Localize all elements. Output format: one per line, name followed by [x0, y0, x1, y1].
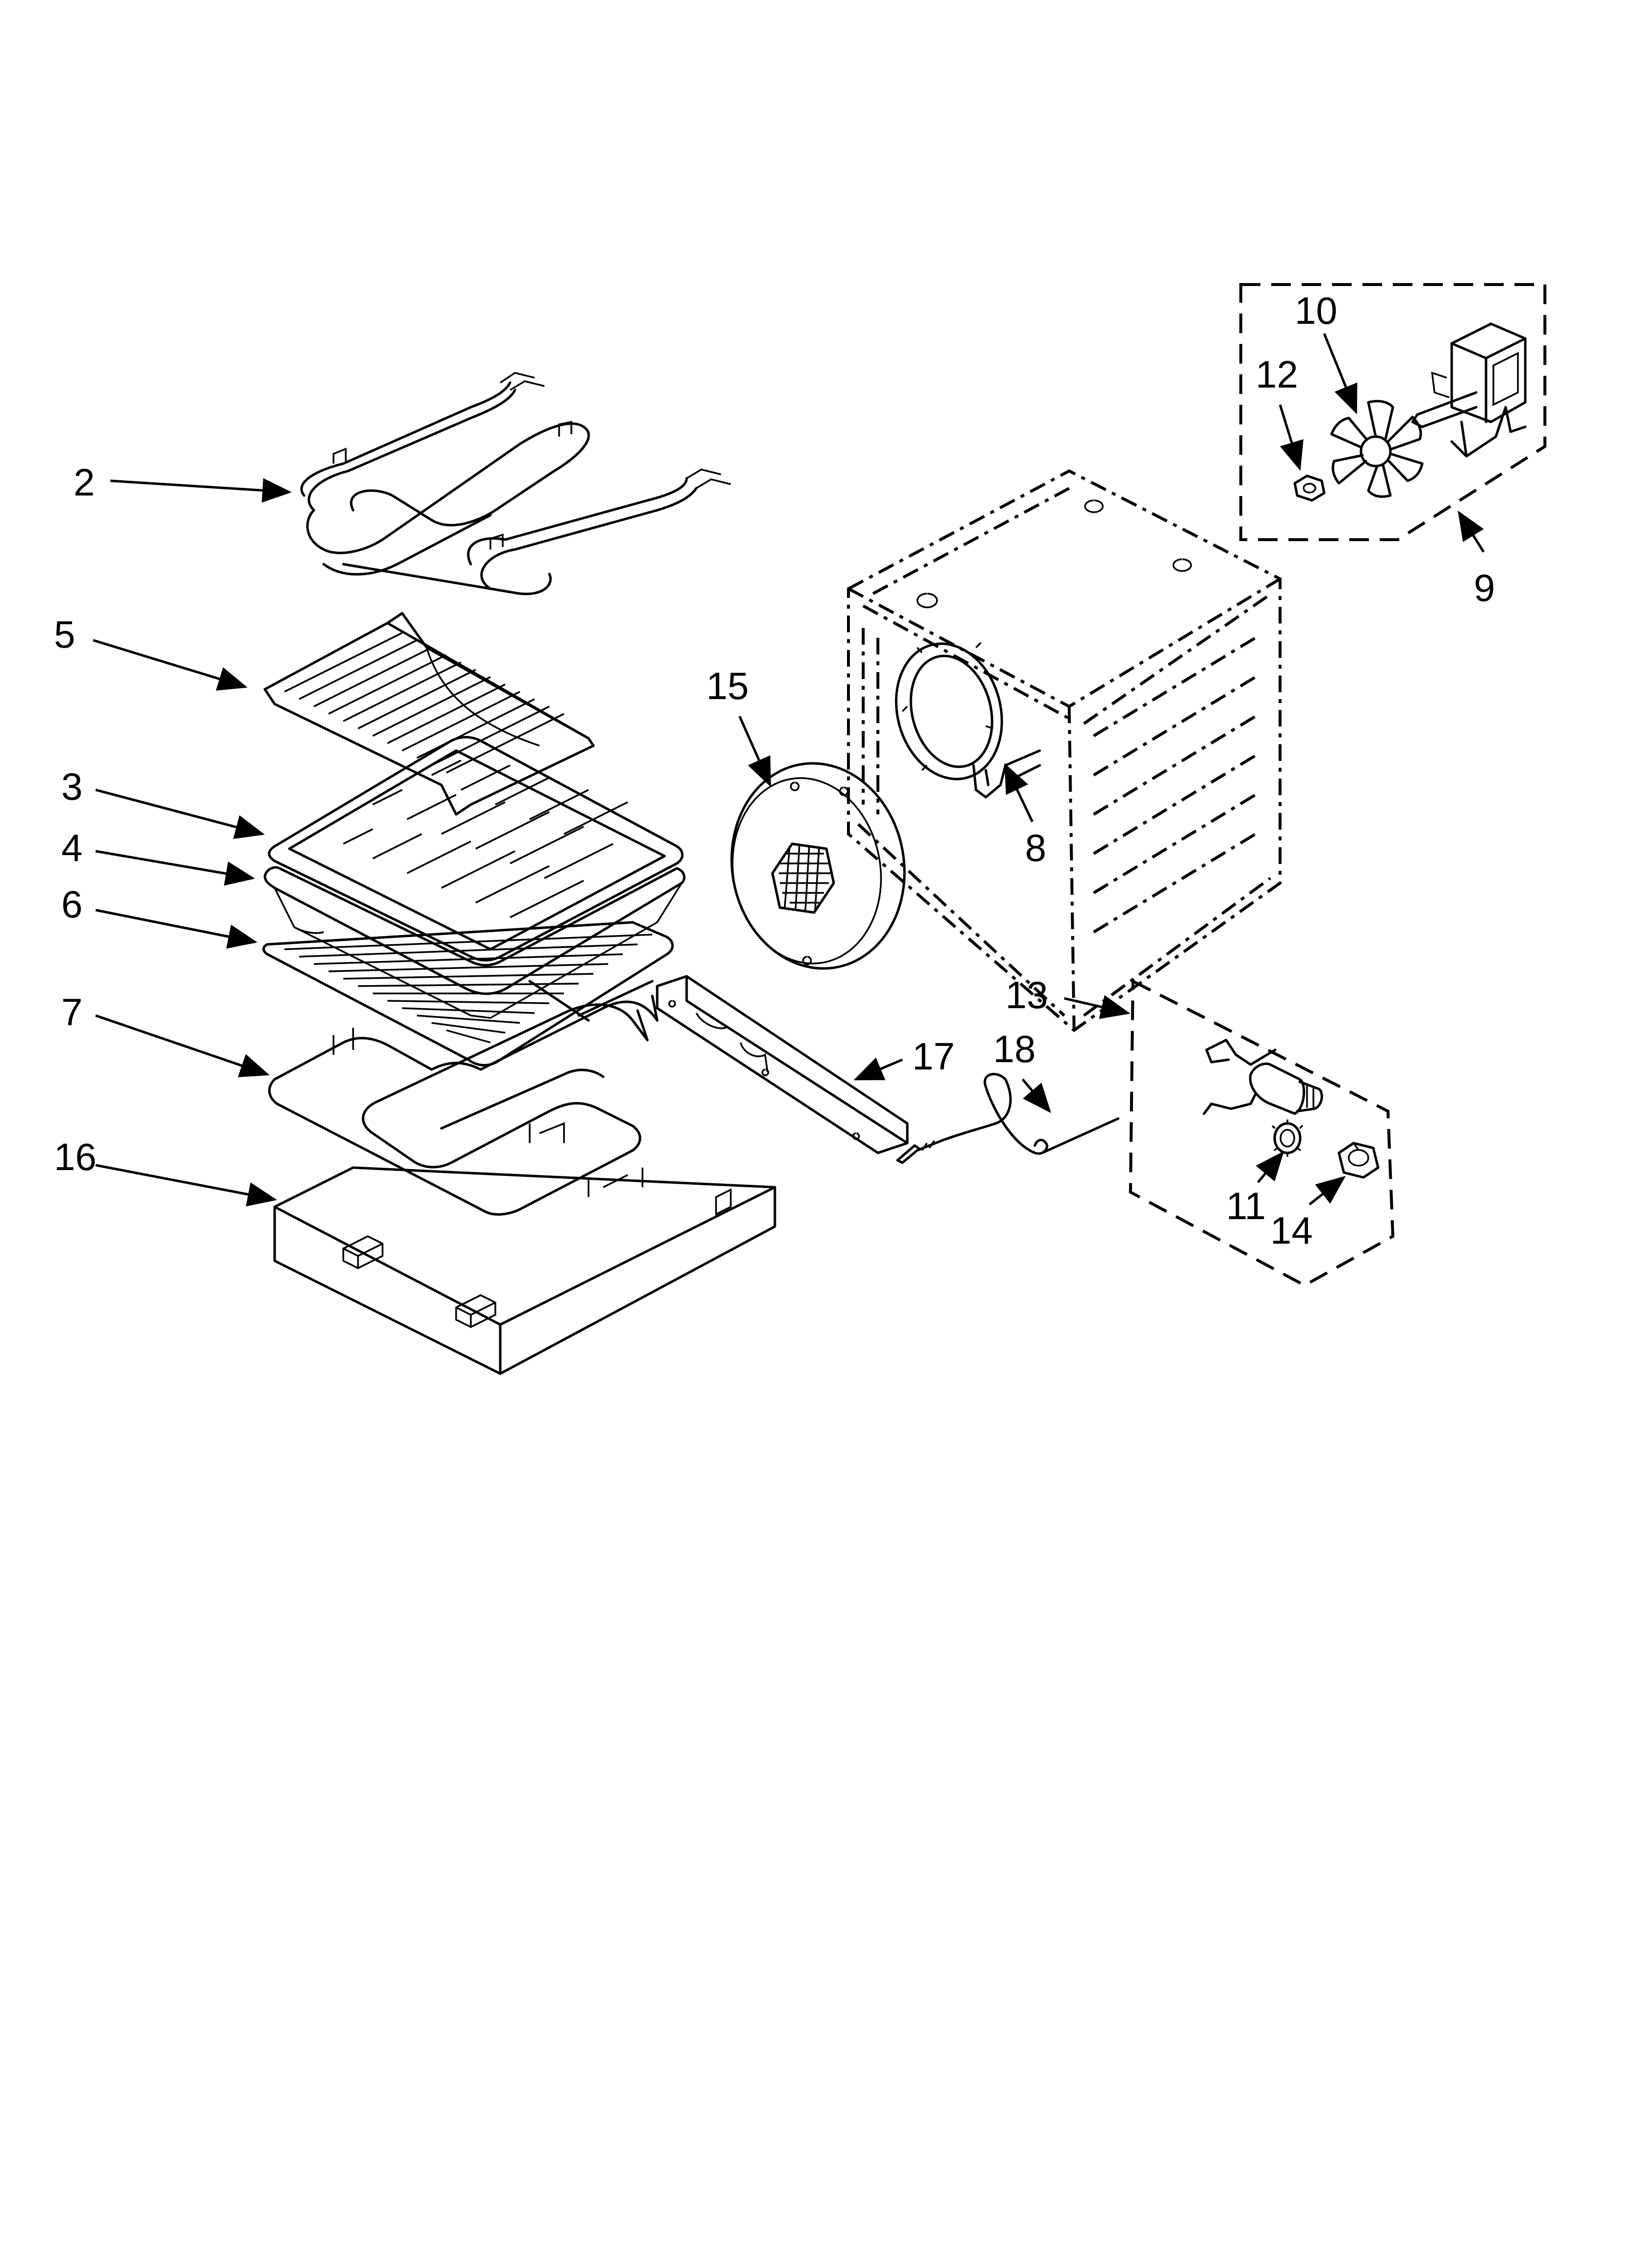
baffle-perforation-pattern: [779, 844, 831, 912]
label-part-9: 9: [1474, 566, 1495, 609]
part-number-labels: 2 5 3 4 6 7 16 15 8 9 10 12 13 17 18 11 …: [54, 289, 1495, 1252]
drip-tray-part: [273, 1166, 776, 1375]
label-part-6: 6: [61, 883, 82, 926]
light-assembly-group: [1129, 979, 1395, 1287]
bracket-part: [656, 975, 909, 1154]
label-part-8: 8: [1025, 826, 1046, 869]
bake-element-part: [268, 994, 659, 1216]
label-part-13: 13: [1005, 973, 1048, 1017]
label-part-15: 15: [706, 664, 749, 707]
label-part-3: 3: [61, 765, 82, 808]
light-nut-part: [1337, 1142, 1380, 1179]
callout-arrows: [93, 333, 1485, 1207]
fan-baffle-part: [730, 762, 906, 970]
light-washer-part: [1271, 1120, 1304, 1157]
roasting-rack-part: [263, 612, 595, 816]
label-part-4: 4: [61, 826, 82, 869]
fan-motor-assembly-group: [1239, 283, 1546, 541]
broiler-pan-part: [263, 866, 686, 1019]
label-part-2: 2: [74, 461, 95, 504]
fan-nut-part: [1293, 474, 1326, 502]
label-part-18: 18: [993, 1027, 1036, 1070]
label-part-16: 16: [54, 1135, 97, 1178]
light-socket-part: [1203, 1039, 1323, 1115]
temperature-probe-part: [896, 1072, 1120, 1164]
label-part-5: 5: [54, 613, 75, 656]
label-part-10: 10: [1295, 289, 1337, 332]
label-part-17: 17: [912, 1035, 955, 1078]
convection-element-part: [895, 642, 1041, 799]
broil-element-part: [300, 372, 731, 596]
label-part-11: 11: [1226, 1184, 1266, 1227]
oven-cavity-outline: [847, 469, 1282, 1032]
fan-motor-part: [1411, 322, 1527, 458]
label-part-14: 14: [1270, 1209, 1313, 1252]
label-part-7: 7: [61, 991, 82, 1034]
label-part-12: 12: [1256, 353, 1298, 396]
oven-rack-part: [262, 921, 674, 1067]
fan-blade-part: [1330, 400, 1424, 498]
broiler-grid-part: [268, 736, 684, 962]
